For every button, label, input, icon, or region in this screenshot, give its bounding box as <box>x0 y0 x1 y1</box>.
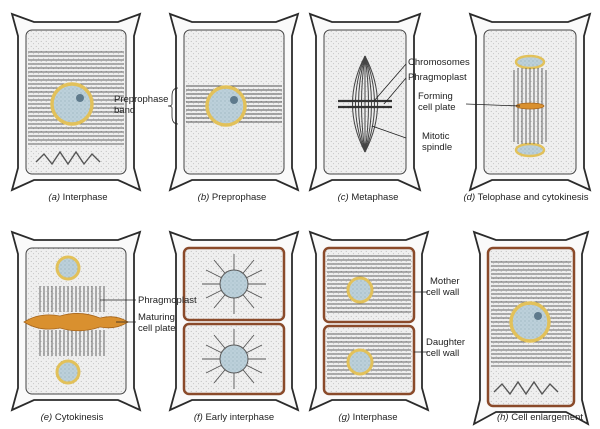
label-mitotic-spindle-2: spindle <box>422 142 452 153</box>
daughter-nucleus-top <box>55 255 81 281</box>
nucleolus <box>76 94 84 102</box>
leader-lines-row1 <box>167 63 521 139</box>
organelles <box>493 380 559 396</box>
panel-g-interphase <box>308 230 430 412</box>
nucleus <box>205 85 247 127</box>
mitotic-spindle <box>352 55 378 153</box>
panel-h-cell-enlargement <box>472 230 590 426</box>
nucleus-top <box>346 276 374 304</box>
daughter-nucleus-bottom <box>514 142 546 158</box>
nucleolus <box>230 96 238 104</box>
label-forming-cell-plate-2: cell plate <box>418 102 456 113</box>
phragmoplast-e-bottom <box>39 330 105 356</box>
caption-f: (f) Early interphase <box>194 412 274 423</box>
panel-b-preprophase <box>168 12 300 192</box>
caption-g: (g) Interphase <box>338 412 397 423</box>
annotation-labels: Preprophase band Chromosomes Phragmoplas… <box>114 57 470 359</box>
label-phragmoplast-top: Phragmoplast <box>408 72 467 83</box>
label-preprophase-band-2: band <box>114 105 135 116</box>
daughter-nucleus-bottom <box>55 359 81 385</box>
panel-d-telophase <box>468 12 592 192</box>
label-mother-cell-wall: Mother <box>430 276 460 287</box>
daughter-nucleus-top <box>514 54 546 70</box>
nucleus <box>509 301 551 343</box>
chromosomes-plate <box>338 99 392 109</box>
label-forming-cell-plate: Forming <box>418 91 453 102</box>
nucleolus <box>534 312 542 320</box>
label-daughter-cell-wall-2: cell wall <box>426 348 459 359</box>
panel-f-early-interphase <box>168 230 300 412</box>
cortical-microtubules <box>28 51 124 145</box>
panel-a-interphase <box>10 12 142 192</box>
label-maturing-cell-plate: Maturing <box>138 312 175 323</box>
nucleus-bottom <box>346 348 374 376</box>
panel-e-cytokinesis <box>10 230 142 412</box>
nucleus <box>50 82 94 126</box>
caption-h: (h) Cell enlargement <box>497 412 583 423</box>
label-daughter-cell-wall: Daughter <box>426 337 465 348</box>
label-mitotic-spindle: Mitotic <box>422 131 450 142</box>
nucleus-bottom <box>219 344 249 374</box>
label-mother-cell-wall-2: cell wall <box>426 287 459 298</box>
panel-captions: (a) Interphase (b) Preprophase (c) Metap… <box>41 192 589 423</box>
caption-e: (e) Cytokinesis <box>41 412 104 423</box>
label-maturing-cell-plate-2: cell plate <box>138 323 176 334</box>
organelles <box>35 150 101 166</box>
phragmoplast-e-top <box>39 286 105 312</box>
caption-d: (d) Telophase and cytokinesis <box>464 192 589 203</box>
caption-b: (b) Preprophase <box>198 192 267 203</box>
label-preprophase-band: Preprophase <box>114 94 168 105</box>
cortical-microtubules-h <box>491 261 571 367</box>
leader-lines-row2 <box>100 291 428 353</box>
label-chromosomes: Chromosomes <box>408 57 470 68</box>
label-phragmoplast-bottom: Phragmoplast <box>138 295 197 306</box>
nucleus-top <box>219 269 249 299</box>
panel-c-metaphase <box>308 12 422 192</box>
forming-cell-plate <box>515 102 545 110</box>
caption-c: (c) Metaphase <box>338 192 399 203</box>
caption-a: (a) Interphase <box>48 192 107 203</box>
